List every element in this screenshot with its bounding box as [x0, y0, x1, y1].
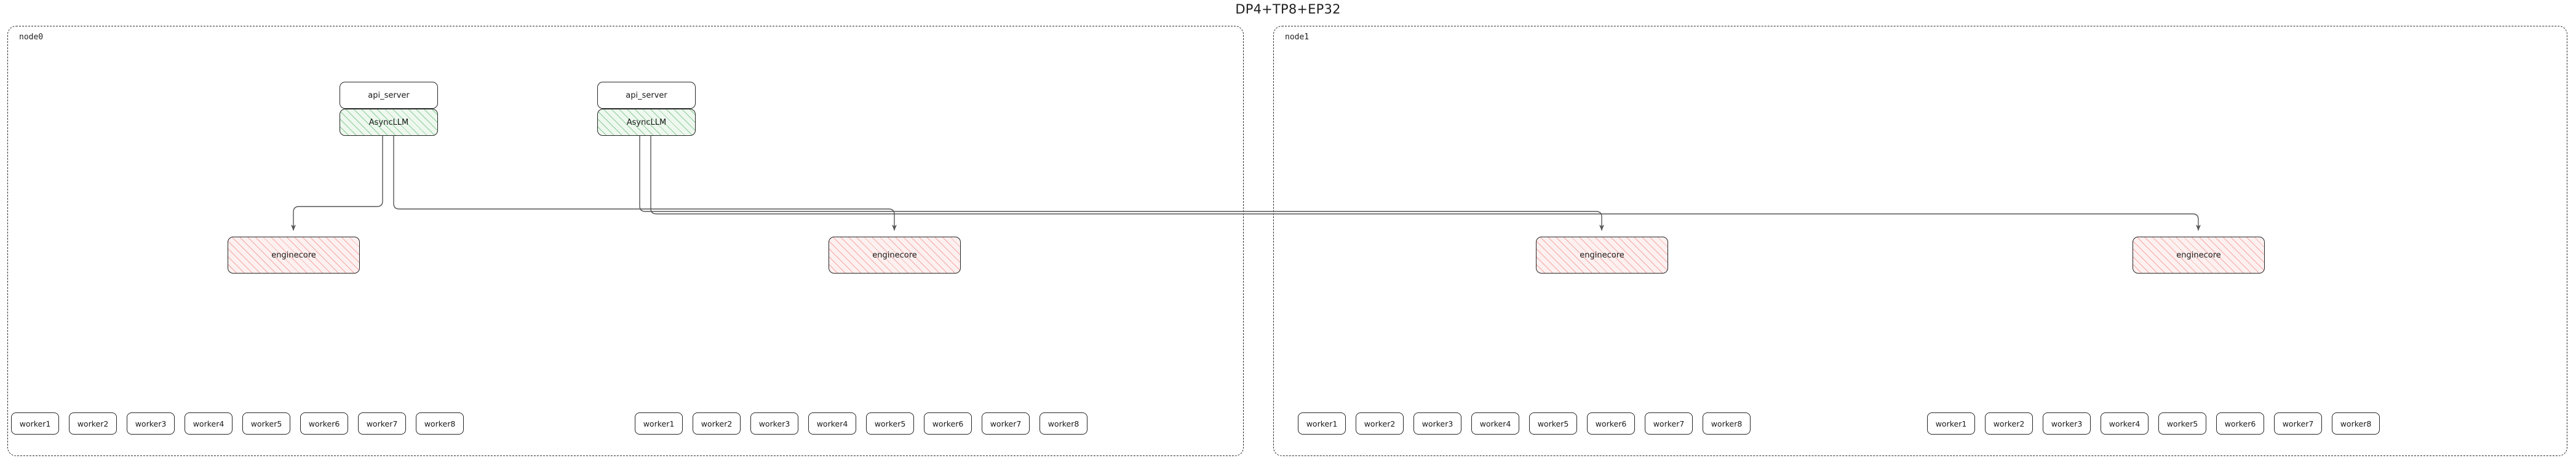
asyncllm-box-1-label: AsyncLLM: [626, 117, 667, 127]
worker-box-0-7[interactable]: worker8: [416, 412, 464, 435]
cluster-label-node0: node0: [19, 33, 44, 42]
worker-box-3-7[interactable]: worker8: [2332, 412, 2380, 435]
cluster-node1: node1: [1273, 26, 2567, 456]
worker-box-0-3[interactable]: worker4: [185, 412, 233, 435]
asyncllm-box-0-label: AsyncLLM: [368, 117, 409, 127]
enginecore-box-1[interactable]: enginecore: [829, 237, 961, 274]
api-server-box-0[interactable]: api_server: [340, 82, 438, 109]
worker-box-3-4[interactable]: worker5: [2158, 412, 2206, 435]
worker-box-0-6-label: worker7: [366, 419, 398, 428]
worker-box-3-5[interactable]: worker6: [2216, 412, 2264, 435]
worker-box-1-1[interactable]: worker2: [693, 412, 741, 435]
worker-box-3-0[interactable]: worker1: [1927, 412, 1975, 435]
worker-box-2-4-label: worker5: [1537, 419, 1569, 428]
worker-box-0-2-label: worker3: [135, 419, 167, 428]
worker-box-2-4[interactable]: worker5: [1529, 412, 1577, 435]
worker-box-1-6[interactable]: worker7: [982, 412, 1030, 435]
cluster-node0: node0: [7, 26, 1244, 456]
worker-box-2-5[interactable]: worker6: [1587, 412, 1635, 435]
worker-box-2-5-label: worker6: [1595, 419, 1627, 428]
worker-box-1-6-label: worker7: [990, 419, 1022, 428]
worker-box-3-4-label: worker5: [2166, 419, 2198, 428]
worker-box-0-4-label: worker5: [250, 419, 282, 428]
worker-box-1-0[interactable]: worker1: [635, 412, 683, 435]
worker-box-2-6-label: worker7: [1653, 419, 1685, 428]
worker-box-0-3-label: worker4: [193, 419, 225, 428]
worker-box-3-2-label: worker3: [2051, 419, 2083, 428]
worker-box-3-5-label: worker6: [2224, 419, 2256, 428]
worker-box-1-1-label: worker2: [701, 419, 733, 428]
worker-box-3-2[interactable]: worker3: [2043, 412, 2091, 435]
worker-box-0-7-label: worker8: [424, 419, 456, 428]
worker-box-1-3-label: worker4: [816, 419, 848, 428]
worker-box-0-4[interactable]: worker5: [242, 412, 290, 435]
api-server-box-1[interactable]: api_server: [597, 82, 696, 109]
worker-box-2-1-label: worker2: [1364, 419, 1396, 428]
worker-box-0-6[interactable]: worker7: [358, 412, 406, 435]
worker-box-1-3[interactable]: worker4: [808, 412, 856, 435]
worker-box-2-7[interactable]: worker8: [1703, 412, 1751, 435]
worker-box-3-1[interactable]: worker2: [1985, 412, 2033, 435]
worker-box-3-3-label: worker4: [2109, 419, 2141, 428]
enginecore-box-2-label: enginecore: [1580, 250, 1624, 260]
asyncllm-box-1[interactable]: AsyncLLM: [597, 109, 696, 136]
worker-box-3-7-label: worker8: [2340, 419, 2372, 428]
worker-box-3-6[interactable]: worker7: [2274, 412, 2322, 435]
worker-box-2-6[interactable]: worker7: [1645, 412, 1693, 435]
worker-box-3-6-label: worker7: [2282, 419, 2314, 428]
worker-box-1-7[interactable]: worker8: [1040, 412, 1087, 435]
api-server-box-0-label: api_server: [368, 90, 410, 100]
worker-box-1-5[interactable]: worker6: [924, 412, 972, 435]
worker-box-0-0-label: worker1: [19, 419, 51, 428]
worker-box-1-4[interactable]: worker5: [866, 412, 914, 435]
worker-box-3-1-label: worker2: [1993, 419, 2025, 428]
worker-box-0-1-label: worker2: [77, 419, 109, 428]
page-title: DP4+TP8+EP32: [1235, 2, 1341, 17]
worker-box-1-5-label: worker6: [932, 419, 964, 428]
worker-box-0-1[interactable]: worker2: [69, 412, 117, 435]
worker-box-1-0-label: worker1: [643, 419, 675, 428]
worker-box-0-5-label: worker6: [308, 419, 340, 428]
worker-box-1-7-label: worker8: [1047, 419, 1079, 428]
worker-box-2-0[interactable]: worker1: [1298, 412, 1346, 435]
worker-box-1-2-label: worker3: [758, 419, 790, 428]
worker-box-0-5[interactable]: worker6: [300, 412, 348, 435]
worker-box-0-2[interactable]: worker3: [127, 412, 175, 435]
worker-box-2-3-label: worker4: [1479, 419, 1511, 428]
enginecore-box-0-label: enginecore: [271, 250, 316, 260]
worker-box-2-3[interactable]: worker4: [1471, 412, 1519, 435]
worker-box-1-4-label: worker5: [874, 419, 906, 428]
worker-box-3-0-label: worker1: [1935, 419, 1967, 428]
worker-box-0-0[interactable]: worker1: [11, 412, 59, 435]
worker-box-3-3[interactable]: worker4: [2101, 412, 2149, 435]
enginecore-box-3[interactable]: enginecore: [2133, 237, 2265, 274]
enginecore-box-3-label: enginecore: [2176, 250, 2221, 260]
worker-box-1-2[interactable]: worker3: [750, 412, 798, 435]
enginecore-box-2[interactable]: enginecore: [1536, 237, 1668, 274]
enginecore-box-1-label: enginecore: [872, 250, 917, 260]
worker-box-2-0-label: worker1: [1306, 419, 1338, 428]
worker-box-2-1[interactable]: worker2: [1356, 412, 1404, 435]
worker-box-2-7-label: worker8: [1711, 419, 1743, 428]
worker-box-2-2[interactable]: worker3: [1413, 412, 1461, 435]
api-server-box-1-label: api_server: [626, 90, 667, 100]
asyncllm-box-0[interactable]: AsyncLLM: [340, 109, 438, 136]
worker-box-2-2-label: worker3: [1421, 419, 1453, 428]
enginecore-box-0[interactable]: enginecore: [228, 237, 360, 274]
cluster-label-node1: node1: [1285, 33, 1310, 42]
